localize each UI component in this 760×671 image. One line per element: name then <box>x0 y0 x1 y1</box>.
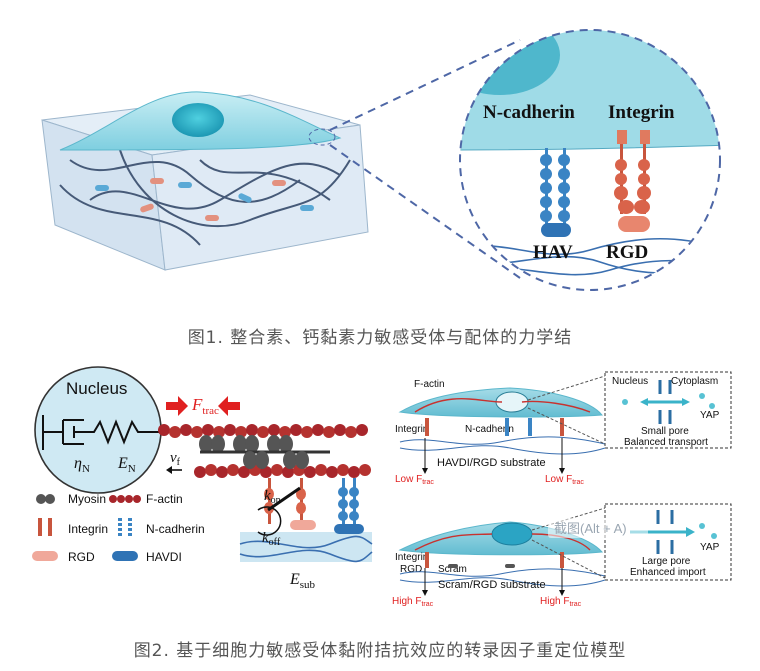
panel-top: F-actin Integrin N-cadherin HAVDI/RGD su… <box>395 371 732 486</box>
svg-text:Esub: Esub <box>289 571 316 591</box>
top-integrin-label: Integrin <box>395 424 428 435</box>
bottom-rgd-label: RGD <box>400 564 422 575</box>
figure-1-caption: 图1. 整合素、钙黏素力敏感受体与配体的力学结 <box>187 328 573 348</box>
legend-rgd: RGD <box>68 550 95 564</box>
legend-havdi: HAVDI <box>146 550 182 564</box>
bottom-high-right-sub: trac <box>569 601 581 608</box>
model-integrins <box>264 478 316 530</box>
svg-text:Low Ftrac: Low Ftrac <box>545 474 584 486</box>
top-low-right-sub: trac <box>572 479 584 486</box>
figure-1-illustration: N-cadherin Integrin HAV RGD <box>41 29 721 291</box>
figure-2-caption: 图2. 基于细胞力敏感受体黏附拮抗效应的转录因子重定位模型 <box>133 641 627 661</box>
svg-text:High Ftrac: High Ftrac <box>392 596 434 608</box>
vf-symbol: v <box>170 450 177 466</box>
nucleus <box>172 103 224 137</box>
bottom-high-right: High F <box>540 596 569 607</box>
eta-sub: N <box>82 463 90 475</box>
bottom-substrate-label: Scram/RGD substrate <box>438 579 546 591</box>
figure-2-illustration: Nucleus ηN EN Ftrac <box>32 366 732 608</box>
ftrac-symbol: F <box>191 395 203 414</box>
screenshot-watermark: 截图(Alt + A) <box>548 518 648 538</box>
model-substrate <box>239 532 373 563</box>
top-substrate-label: HAVDI/RGD substrate <box>437 457 546 469</box>
fiber-network <box>59 149 351 246</box>
en-sub: N <box>128 463 136 475</box>
top-yap-label: YAP <box>700 410 720 421</box>
kon-koff-cycle: kon koff <box>257 486 301 548</box>
label-ncadherin: N-cadherin <box>483 102 575 123</box>
en-symbol: E <box>117 455 128 472</box>
top-low-left: Low F <box>395 474 422 485</box>
svg-text:vf: vf <box>170 450 181 468</box>
esub-sub: sub <box>300 579 316 591</box>
bottom-integrin-label: Integrin <box>395 552 428 563</box>
label-integrin: Integrin <box>608 102 675 123</box>
top-nucleus-label: Nucleus <box>612 376 648 387</box>
svg-text:kon: kon <box>264 488 281 506</box>
svg-text:ηN: ηN <box>74 455 90 475</box>
legend-ncadherin: N-cadherin <box>146 522 205 536</box>
top-pore-line1: Small pore <box>641 426 689 437</box>
esub-symbol: E <box>289 571 300 588</box>
top-low-right: Low F <box>545 474 572 485</box>
legend-integrin: Integrin <box>68 522 108 536</box>
focus-spot <box>308 128 336 146</box>
integrin-receptor <box>614 130 651 232</box>
nucleus-label: Nucleus <box>66 379 127 398</box>
ftrac-arrows: Ftrac <box>166 395 240 417</box>
bottom-pore-line2: Enhanced import <box>630 567 706 578</box>
label-hav: HAV <box>533 242 573 263</box>
bottom-yap-label: YAP <box>700 542 720 553</box>
eta-symbol: η <box>74 455 82 472</box>
svg-text:High Ftrac: High Ftrac <box>540 596 582 608</box>
svg-text:EN: EN <box>117 455 136 475</box>
bottom-high-left: High F <box>392 596 421 607</box>
legend-factin: F-actin <box>146 492 183 506</box>
panel-bottom: Integrin RGD Scram Scram/RGD substrate H… <box>392 503 732 608</box>
bottom-pore-line1: Large pore <box>642 556 691 567</box>
vf-arrow: vf <box>166 450 182 474</box>
zoom-circle <box>460 30 720 290</box>
svg-text:Ftrac: Ftrac <box>191 395 219 417</box>
koff-sub: off <box>269 537 281 548</box>
zoom-circle-outline <box>459 29 721 291</box>
ftrac-sub: trac <box>202 405 219 417</box>
top-low-left-sub: trac <box>422 479 434 486</box>
myosin-motors <box>199 435 330 469</box>
svg-text:Low Ftrac: Low Ftrac <box>395 474 434 486</box>
watermark-text: 截图(Alt + A) <box>554 521 627 536</box>
top-ncadherin-label: N-cadherin <box>465 424 514 435</box>
top-pore-line2: Balanced transport <box>624 437 708 448</box>
actin-bottom <box>194 464 371 478</box>
svg-text:koff: koff <box>262 530 281 548</box>
ncadherin-receptor <box>540 148 571 237</box>
vf-sub: f <box>177 457 181 468</box>
actin-top <box>158 424 368 438</box>
zoom-line-bottom <box>329 144 521 279</box>
nucleus-model: Nucleus ηN EN <box>34 366 162 494</box>
kon-sub: on <box>271 495 281 506</box>
receptor-markers <box>95 178 314 221</box>
top-factin-label: F-actin <box>414 379 445 390</box>
legend-myosin: Myosin <box>68 492 106 506</box>
label-rgd: RGD <box>606 242 648 263</box>
koff-symbol: k <box>262 530 269 546</box>
top-cytoplasm-label: Cytoplasm <box>671 376 718 387</box>
zoom-line-top <box>329 39 521 131</box>
legend: Myosin F-actin Integrin N-cadherin RGD H… <box>32 492 205 564</box>
bottom-scram-label: Scram <box>438 564 467 575</box>
bottom-high-left-sub: trac <box>421 601 433 608</box>
kon-symbol: k <box>264 488 271 504</box>
model-cadherin <box>334 478 364 534</box>
